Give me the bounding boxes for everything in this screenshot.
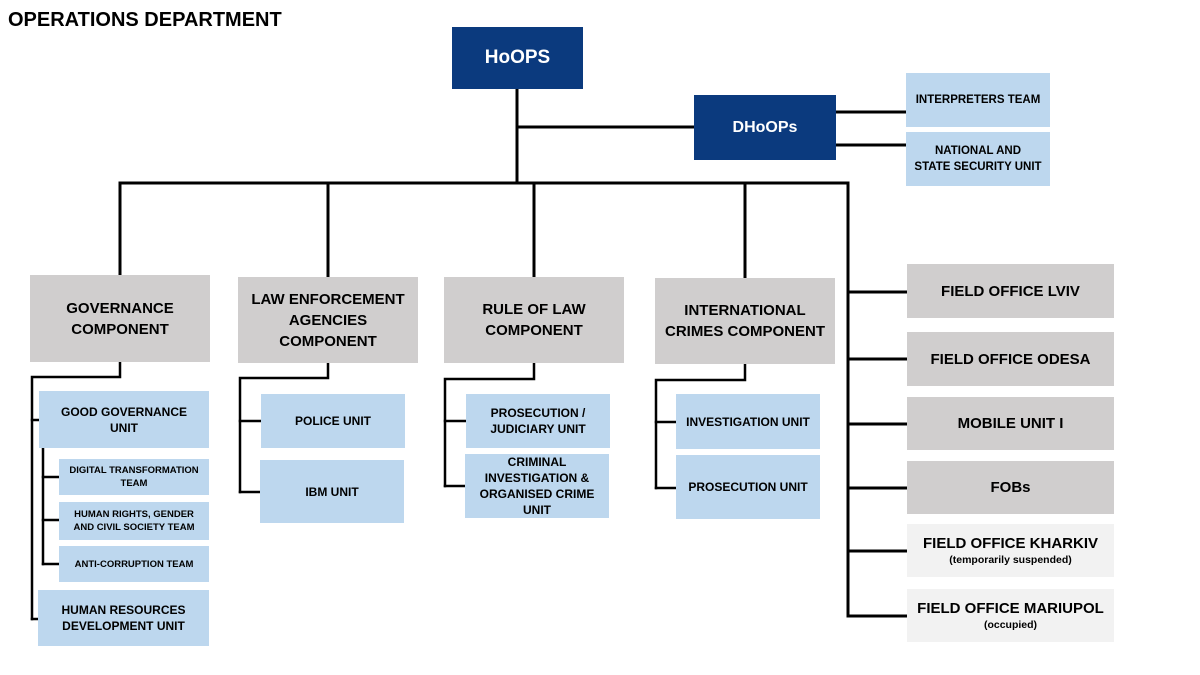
police-unit-label: POLICE UNIT <box>294 414 371 428</box>
page-title: OPERATIONS DEPARTMENT <box>8 9 282 31</box>
head-of-operations-box: HoOPS <box>452 27 583 89</box>
human-resources-unit-box: HUMAN RESOURCES DEVELOPMENT UNIT <box>38 590 209 646</box>
prosecution-judiciary-unit-box: PROSECUTION / JUDICIARY UNIT <box>466 394 610 448</box>
police-unit-box: POLICE UNIT <box>261 394 405 448</box>
connector-line <box>238 361 330 494</box>
field-office-mariupol-note: (occupied) <box>983 619 1038 631</box>
law-enforcement-component-box: LAW ENFORCEMENT AGENCIES COMPONENT <box>238 277 418 363</box>
field-office-lviv-box: FIELD OFFICE LVIV <box>907 264 1114 318</box>
investigation-unit-box: INVESTIGATION UNIT <box>676 394 820 449</box>
prosecution-judiciary-unit-label: PROSECUTION / JUDICIARY UNIT <box>490 406 586 436</box>
connector-line <box>654 362 747 490</box>
international-crimes-component-label: INTERNATIONAL CRIMES COMPONENT <box>664 302 825 340</box>
ibm-unit-box: IBM UNIT <box>260 460 404 523</box>
head-of-operations-label: HoOPS <box>484 47 551 68</box>
investigation-unit-label: INVESTIGATION UNIT <box>686 414 810 429</box>
deputy-head-box: DHoOPs <box>694 95 836 160</box>
field-office-odesa-box: FIELD OFFICE ODESA <box>907 332 1114 386</box>
human-rights-team-label: HUMAN RIGHTS, GENDER AND CIVIL SOCIETY T… <box>73 509 195 533</box>
field-office-mariupol-box: FIELD OFFICE MARIUPOL (occupied) <box>907 589 1114 642</box>
prosecution-unit-label: PROSECUTION UNIT <box>688 480 808 494</box>
human-rights-team-box: HUMAN RIGHTS, GENDER AND CIVIL SOCIETY T… <box>59 502 209 540</box>
prosecution-unit-box: PROSECUTION UNIT <box>676 455 820 519</box>
national-state-security-unit-label: NATIONAL AND STATE SECURITY UNIT <box>914 145 1042 173</box>
field-office-odesa-label: FIELD OFFICE ODESA <box>930 350 1091 368</box>
field-office-kharkiv-label: FIELD OFFICE KHARKIV <box>923 535 1098 552</box>
governance-component-label: GOVERNANCE COMPONENT <box>66 299 174 338</box>
international-crimes-component-box: INTERNATIONAL CRIMES COMPONENT <box>655 278 835 364</box>
criminal-investigation-unit-label: CRIMINAL INVESTIGATION & ORGANISED CRIME… <box>479 455 595 517</box>
interpreters-team-box: INTERPRETERS TEAM <box>906 73 1050 127</box>
criminal-investigation-unit-box: CRIMINAL INVESTIGATION & ORGANISED CRIME… <box>465 454 609 518</box>
rule-of-law-component-box: RULE OF LAW COMPONENT <box>444 277 624 363</box>
deputy-head-label: DHoOPs <box>732 118 798 136</box>
digital-transformation-team-box: DIGITAL TRANSFORMATION TEAM <box>59 459 209 495</box>
governance-component-box: GOVERNANCE COMPONENT <box>30 275 210 362</box>
mobile-unit-box: MOBILE UNIT I <box>907 397 1114 450</box>
law-enforcement-component-label: LAW ENFORCEMENT AGENCIES COMPONENT <box>251 290 405 350</box>
good-governance-unit-box: GOOD GOVERNANCE UNIT <box>39 391 209 448</box>
field-office-lviv-label: FIELD OFFICE LVIV <box>941 282 1080 300</box>
mobile-unit-label: MOBILE UNIT I <box>957 415 1064 432</box>
fobs-box: FOBs <box>907 461 1114 514</box>
ibm-unit-label: IBM UNIT <box>305 484 359 499</box>
anti-corruption-team-label: ANTI-CORRUPTION TEAM <box>74 558 194 570</box>
fobs-label: FOBs <box>990 479 1031 496</box>
anti-corruption-team-box: ANTI-CORRUPTION TEAM <box>59 546 209 582</box>
field-office-mariupol-label: FIELD OFFICE MARIUPOL <box>917 600 1104 617</box>
digital-transformation-team-label: DIGITAL TRANSFORMATION TEAM <box>69 465 199 489</box>
national-state-security-unit-box: NATIONAL AND STATE SECURITY UNIT <box>906 132 1050 186</box>
human-resources-unit-label: HUMAN RESOURCES DEVELOPMENT UNIT <box>61 603 186 633</box>
connector-line <box>30 360 122 621</box>
field-office-kharkiv-box: FIELD OFFICE KHARKIV (temporarily suspen… <box>907 524 1114 577</box>
good-governance-unit-label: GOOD GOVERNANCE UNIT <box>60 404 187 435</box>
connector-line <box>443 361 536 488</box>
field-office-kharkiv-note: (temporarily suspended) <box>949 554 1072 566</box>
interpreters-team-label: INTERPRETERS TEAM <box>915 94 1041 106</box>
rule-of-law-component-label: RULE OF LAW COMPONENT <box>482 301 586 339</box>
